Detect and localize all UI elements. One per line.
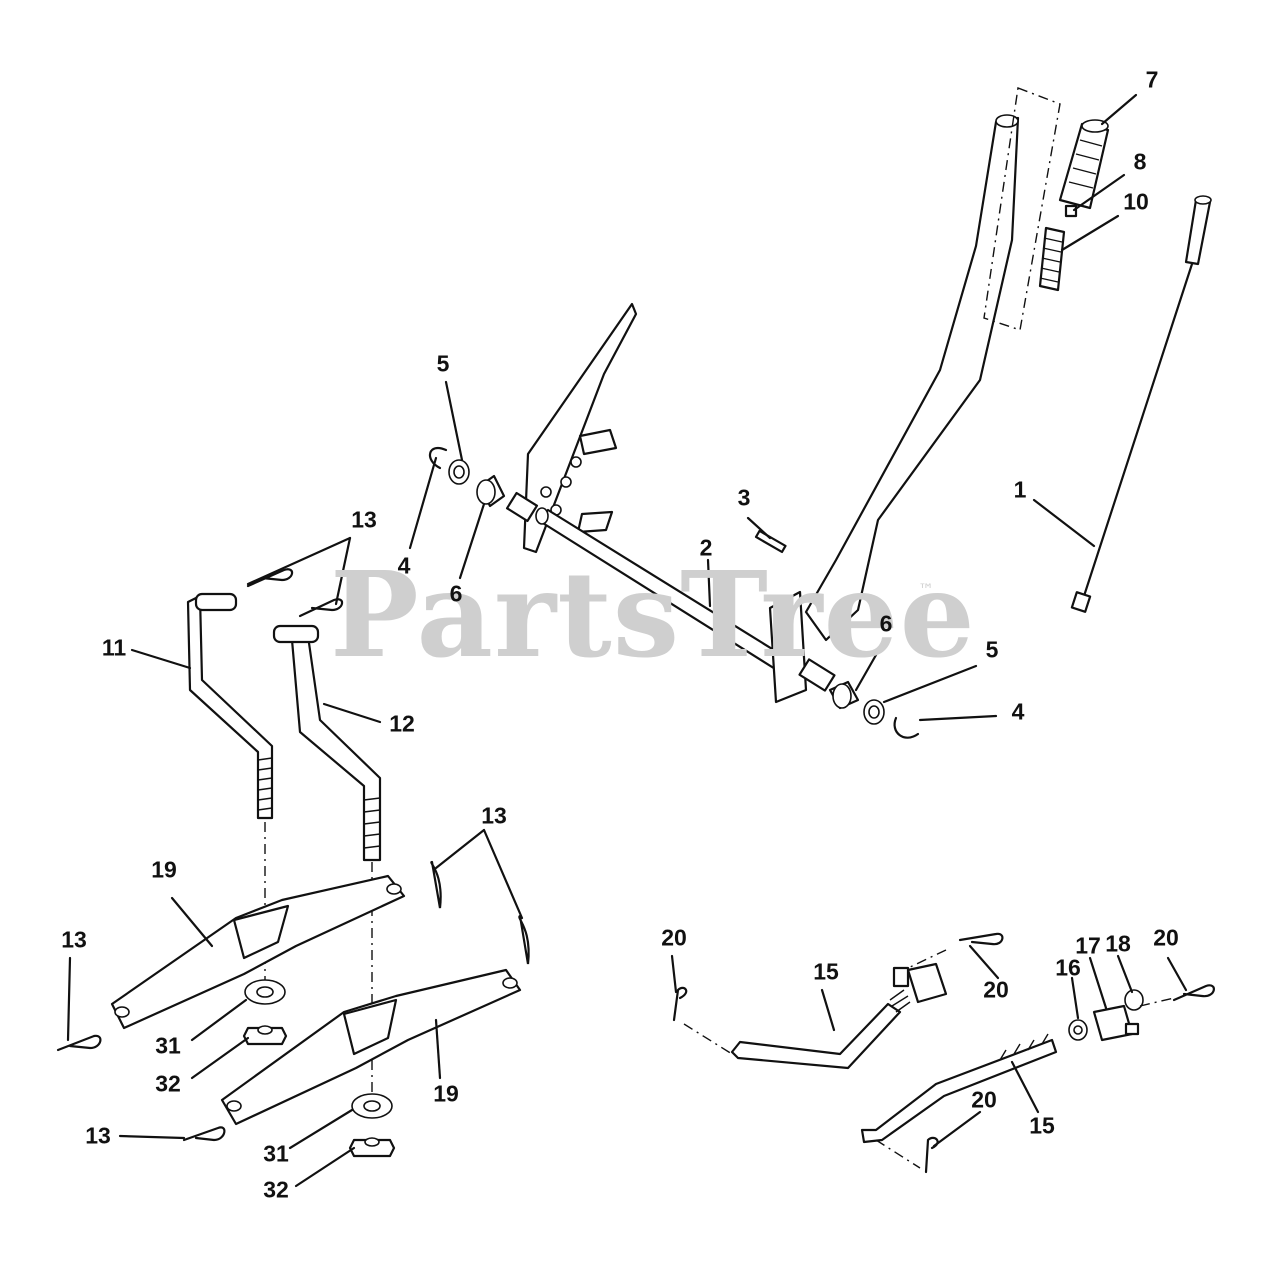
spring bbox=[1038, 226, 1066, 292]
callout-19[interactable]: 19 bbox=[151, 856, 177, 883]
callout-20[interactable]: 20 bbox=[1153, 924, 1179, 951]
callout-16[interactable]: 16 bbox=[1055, 954, 1081, 981]
callout-20[interactable]: 20 bbox=[661, 924, 687, 951]
callout-10[interactable]: 10 bbox=[1123, 188, 1149, 215]
lift-shaft bbox=[505, 491, 836, 704]
pin bbox=[1064, 204, 1078, 218]
callout-3[interactable]: 3 bbox=[737, 484, 751, 511]
lift-handle bbox=[804, 87, 1061, 642]
callout-19[interactable]: 19 bbox=[433, 1080, 459, 1107]
hitch-pins-top bbox=[246, 568, 344, 618]
callout-13[interactable]: 13 bbox=[481, 802, 507, 829]
callout-4[interactable]: 4 bbox=[1011, 698, 1025, 725]
callout-11[interactable]: 11 bbox=[101, 634, 127, 661]
callout-32[interactable]: 32 bbox=[263, 1176, 289, 1203]
lift-link-left bbox=[186, 592, 274, 820]
callout-13[interactable]: 13 bbox=[61, 926, 87, 953]
hitch-pins-lower bbox=[56, 1034, 226, 1142]
callout-13[interactable]: 13 bbox=[351, 506, 377, 533]
mounting-plate bbox=[522, 302, 638, 554]
callout-2[interactable]: 2 bbox=[699, 534, 713, 561]
lift-link-rod bbox=[1070, 195, 1212, 613]
rod-hardware bbox=[1068, 989, 1144, 1042]
callout-32[interactable]: 32 bbox=[155, 1070, 181, 1097]
callout-31[interactable]: 31 bbox=[155, 1032, 181, 1059]
callout-20[interactable]: 20 bbox=[983, 976, 1009, 1003]
trademark-symbol: ™ bbox=[918, 580, 934, 599]
callout-8[interactable]: 8 bbox=[1133, 148, 1147, 175]
callout-6[interactable]: 6 bbox=[449, 580, 463, 607]
lift-arm-lower bbox=[220, 968, 522, 1126]
callout-13[interactable]: 13 bbox=[85, 1122, 111, 1149]
left-shaft-hardware bbox=[429, 447, 506, 508]
rod-centerline bbox=[683, 949, 1175, 1169]
handle-grip bbox=[1058, 119, 1110, 210]
leader-lines bbox=[66, 93, 1188, 1188]
spacer-nut-left bbox=[242, 979, 288, 1046]
callout-15[interactable]: 15 bbox=[1029, 1112, 1055, 1139]
hitch-pins-mid bbox=[430, 860, 530, 965]
roll-pin bbox=[754, 529, 787, 554]
callout-1[interactable]: 1 bbox=[1013, 476, 1027, 503]
callout-18[interactable]: 18 bbox=[1105, 930, 1131, 957]
watermark: PartsTree bbox=[330, 545, 976, 684]
callout-17[interactable]: 17 bbox=[1075, 932, 1101, 959]
callout-5[interactable]: 5 bbox=[985, 636, 999, 663]
callout-7[interactable]: 7 bbox=[1145, 66, 1159, 93]
callout-4[interactable]: 4 bbox=[397, 552, 411, 579]
spacer-nut-right bbox=[348, 1093, 396, 1158]
callout-31[interactable]: 31 bbox=[263, 1140, 289, 1167]
callout-12[interactable]: 12 bbox=[389, 710, 415, 737]
right-shaft-hardware bbox=[828, 680, 920, 739]
callout-20[interactable]: 20 bbox=[971, 1086, 997, 1113]
callout-5[interactable]: 5 bbox=[436, 350, 450, 377]
lift-link-right bbox=[272, 624, 382, 862]
lift-arm-upper bbox=[110, 874, 406, 1030]
adjust-rod-upper bbox=[730, 962, 948, 1070]
callout-15[interactable]: 15 bbox=[813, 958, 839, 985]
adjust-rod-lower bbox=[860, 1033, 1058, 1144]
callout-6[interactable]: 6 bbox=[879, 610, 893, 637]
